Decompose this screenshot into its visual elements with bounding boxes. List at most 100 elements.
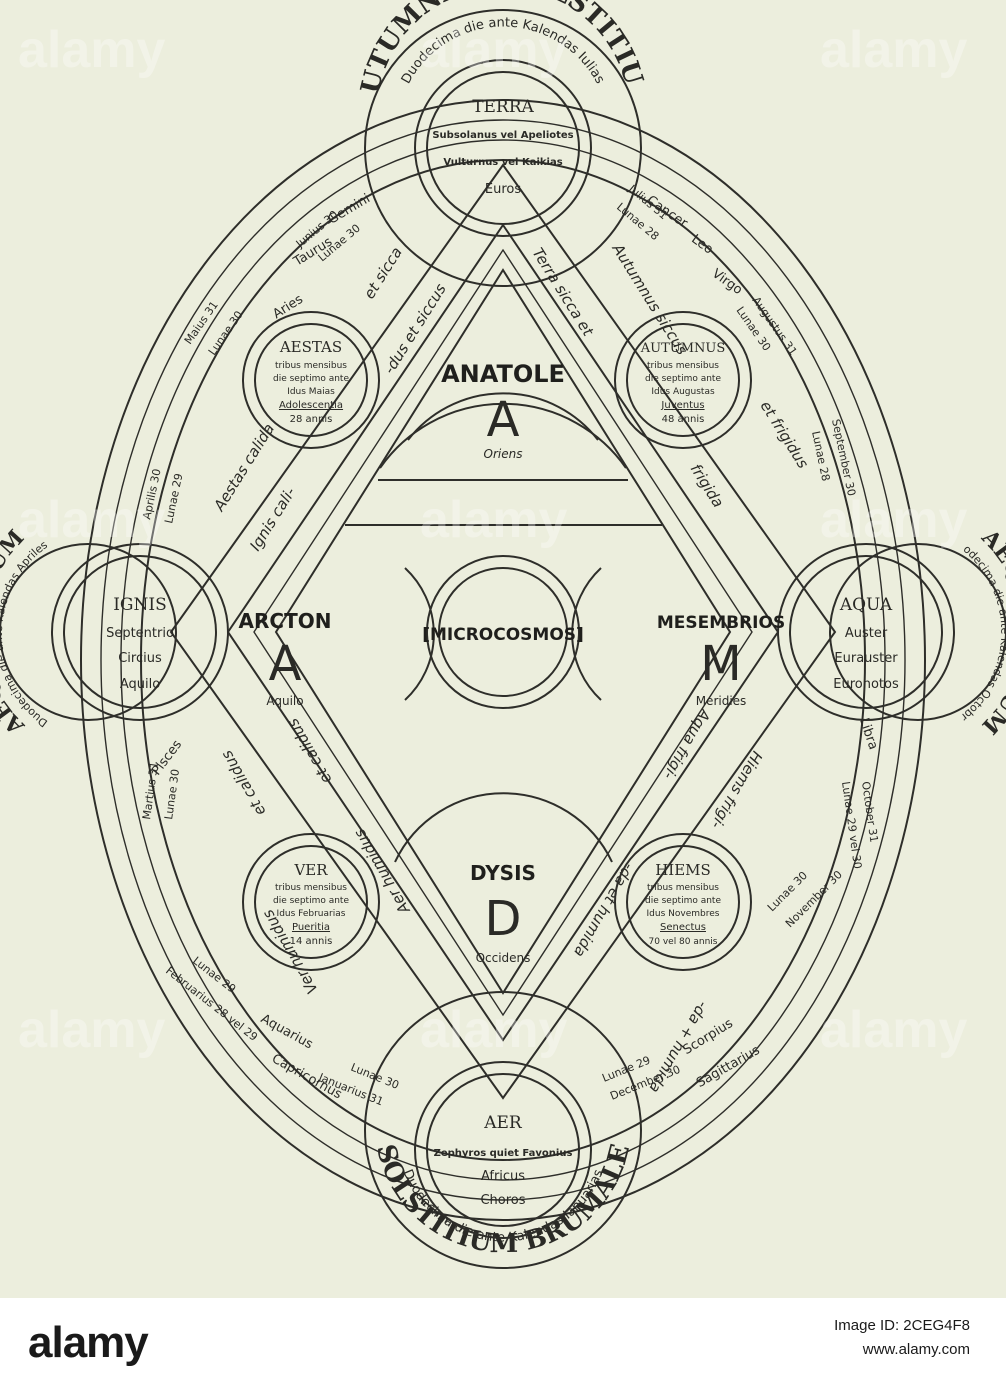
element-terra: TERRA Subsolanus vel Apeliotes Vulturnus… [414,59,592,237]
zodiac-lr-1-month: October 31 [859,781,880,844]
arc-top-outer: AUTUMNALE SOLSTITIUM [0,0,648,97]
aqua-line-1: Auster [845,626,888,641]
aestas-title: AESTAS [279,338,342,356]
aestas-line-3: Idus Maias [287,387,335,397]
autumnus-line-2: die septimo ante [645,374,721,384]
season-hiems: HIEMS tribus mensibus die septimo ante I… [614,833,752,971]
q-ul-inner2: -dus et siccus [380,280,450,377]
season-aestas: AESTAS tribus mensibus die septimo ante … [242,311,380,449]
hiems-line-2: die septimo ante [645,896,721,906]
zodiac-ul-3-month: Aprilis 30 [140,468,163,521]
q-lr-inner: Aqua frigi- [660,705,715,782]
hiems-age: Senectus [660,922,706,933]
mesembrios-name: MESEMBRIOS [657,613,785,633]
ver-line-2: die septimo ante [273,896,349,906]
image-id: Image ID: 2CEG4F8 [834,1317,970,1334]
arcton-letter: A [269,636,302,692]
autumnus-line-3: Idus Augustas [651,387,715,397]
autumnus-title: AUTUMNUS [640,341,726,356]
element-ignis: IGNIS Septentrio Circius Aquilo [51,543,229,721]
terra-line-3: Euros [485,182,521,197]
brand-logo[interactable]: alamy [28,1318,149,1368]
microcosmos-center: [MICROCOSMOS] [422,555,584,709]
q-lr-band: Hiems frigi- [707,748,766,832]
autumnus-years: 48 annis [662,414,705,425]
microcosmos-label: [MICROCOSMOS] [422,625,584,645]
dysis-name: DYSIS [470,861,536,885]
ver-line-1: tribus mensibus [275,883,347,893]
hiems-years: 70 vel 80 annis [649,937,718,947]
svg-text:Aquarius: Aquarius [258,1012,315,1053]
terra-line-1: Subsolanus vel Apeliotes [432,130,573,141]
zodiac-ur-3: Virgo [709,266,745,298]
arcton-name: ARCTON [239,609,332,633]
ignis-line-2: Circius [118,651,162,666]
ver-title: VER [293,861,328,879]
q-ll-inner: Aer humidus [350,826,414,918]
q-ul-band: Aestas calida [210,420,278,515]
terra-line-2: Vulturnus vel Kaikias [443,157,562,168]
q-ll-inner2: et calidus [284,715,336,787]
season-autumnus: AUTUMNUS tribus mensibus die septimo ant… [614,311,752,449]
aestas-years: 28 annis [290,414,333,425]
brand-name: alamy [28,1318,149,1367]
anatole-name: ANATOLE [441,360,565,388]
hiems-line-1: tribus mensibus [647,883,719,893]
q-ul-inner: Ignis cali- [246,484,299,554]
image-info: Image ID: 2CEG4F8 www.alamy.com [834,1314,970,1362]
svg-text:Aries: Aries [270,292,306,322]
autumnus-age: Juventus [660,400,704,411]
aestas-age: Adolescentia [279,400,343,411]
aestas-line-2: die septimo ante [273,374,349,384]
terra-title: TERRA [472,97,534,117]
cardinal-arcton: ARCTON A Aquilo [239,609,332,708]
element-aer: AER Zephyros quiet Favonius Africus Chor… [414,1061,592,1239]
outer-rings [80,99,926,1221]
site-url[interactable]: www.alamy.com [862,1341,970,1358]
zodiac-ul-3: Aries [270,292,306,322]
microcosmos-diagram: AUTUMNALE SOLSTITIUM Duodecima die ante … [0,0,1006,1269]
hiems-title: HIEMS [655,861,711,879]
q-ul-band2: et sicca [360,244,406,302]
aqua-line-2: Eurauster [834,651,898,666]
anatole-sub: Oriens [484,447,523,461]
diagram-plate: AUTUMNALE SOLSTITIUM Duodecima die ante … [0,0,1006,1298]
aqua-title: AQUA [839,595,893,615]
q-ur-inner2: frigida [687,461,728,511]
arc-top-inner: Duodecima die ante Kalendas Iulias [399,15,607,86]
autumnus-line-1: tribus mensibus [647,361,719,371]
ignis-title: IGNIS [113,595,167,615]
zodiac-ll-1-lunae: Lunae 30 [162,768,182,820]
svg-text:Virgo: Virgo [709,266,745,298]
aer-line-1: Zephyros quiet Favonius [434,1148,573,1159]
arcton-sub: Aquilo [266,694,303,708]
zodiac-lr-1-lunae: Lunae 29 vel 30 [839,781,864,870]
mesembrios-sub: Meridies [696,694,747,708]
cardinal-dysis: DYSIS D Occidens [470,861,536,965]
zodiac-ll-2: Aquarius [258,1012,315,1053]
aer-line-2: Africus [481,1169,525,1184]
q-ur-band2: et frigidus [757,398,813,472]
svg-text:Leo: Leo [688,232,715,258]
hiems-line-3: Idus Novembres [647,909,720,919]
zodiac-ur-3-lunae: Lunae 28 [809,430,832,482]
stock-footer: alamy Image ID: 2CEG4F8 www.alamy.com [0,1298,1006,1390]
ver-line-3: Idus Februarias [277,909,346,919]
q-ll-band: Ver humidus [259,906,322,997]
anatole-letter: A [487,392,520,448]
season-ver: VER tribus mensibus die septimo ante Idu… [242,833,380,971]
cardinal-anatole: ANATOLE A Oriens [441,360,565,461]
ver-years: 14 annis [290,936,333,947]
cardinal-mesembrios: MESEMBRIOS M Meridies [657,613,785,708]
ignis-line-3: Aquilo [120,677,160,692]
element-aqua: AQUA Auster Eurauster Euronotos [777,543,955,721]
mesembrios-letter: M [700,636,741,692]
dysis-sub: Occidens [476,951,531,965]
ver-age: Pueritia [292,922,330,933]
zodiac-ur-2: Leo [688,232,715,258]
dysis-letter: D [485,891,522,947]
aestas-line-1: tribus mensibus [275,361,347,371]
ignis-line-1: Septentrio [106,626,174,641]
aqua-line-3: Euronotos [833,677,899,692]
aer-title: AER [483,1113,523,1133]
